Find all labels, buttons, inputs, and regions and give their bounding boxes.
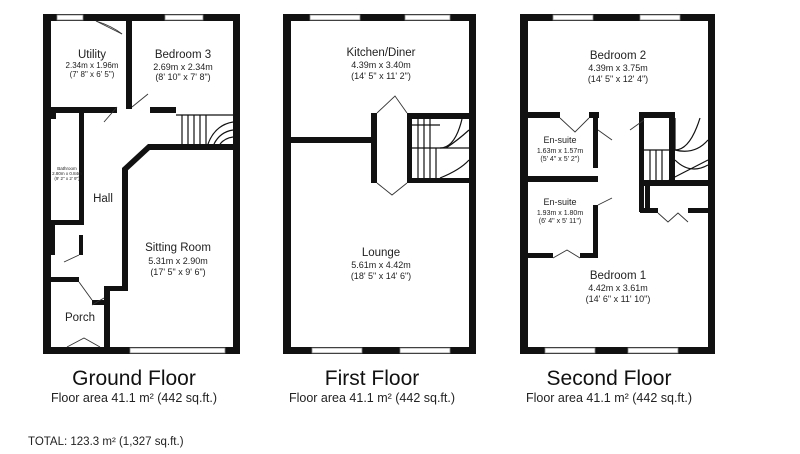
window xyxy=(399,347,451,354)
room-dimensions-metric: 1.63m x 1.57m xyxy=(537,148,583,155)
window xyxy=(404,14,451,21)
room-dimensions-metric: 1.93m x 1.80m xyxy=(537,210,583,217)
room-dimensions-imperial: (5' 4" x 5' 2") xyxy=(540,156,579,163)
stairs xyxy=(412,118,470,179)
room-dimensions-imperial: (14' 6" x 11' 10") xyxy=(586,294,651,304)
ground-floor-plan xyxy=(43,14,240,354)
window xyxy=(129,347,226,354)
room-dimensions-imperial: (9' 2" x 2' 9") xyxy=(54,176,80,181)
floor-title: First Floor xyxy=(325,367,420,390)
room-name: Porch xyxy=(65,312,95,324)
room-name: Sitting Room xyxy=(145,242,211,254)
room-name: Bedroom 1 xyxy=(590,270,646,282)
first-floor-plan xyxy=(283,14,476,354)
room-name: Bedroom 3 xyxy=(155,49,211,61)
room-dimensions-metric: 2.69m x 2.34m xyxy=(153,62,213,72)
window xyxy=(56,14,84,21)
window xyxy=(544,347,596,354)
room-name: En-suite xyxy=(543,135,576,145)
room-name: En-suite xyxy=(543,197,576,207)
stairs xyxy=(176,114,234,145)
room-dimensions-imperial: (17' 5" x 9' 6") xyxy=(150,267,205,277)
floor-title: Second Floor xyxy=(547,367,672,390)
window xyxy=(627,347,679,354)
window xyxy=(552,14,594,21)
room-dimensions-imperial: (18' 5" x 14' 6") xyxy=(351,271,411,281)
room-dimensions-metric: 4.39m x 3.40m xyxy=(351,60,411,70)
window xyxy=(309,14,361,21)
door xyxy=(95,20,123,35)
room-dimensions-metric: 5.61m x 4.42m xyxy=(351,260,411,270)
stairs xyxy=(644,117,709,181)
room-dimensions-metric: 4.42m x 3.61m xyxy=(588,283,648,293)
room-dimensions-metric: 4.39m x 3.75m xyxy=(588,63,648,73)
window xyxy=(639,14,681,21)
room-dimensions-imperial: (14' 5" x 11' 2") xyxy=(351,71,411,81)
floor-area: Floor area 41.1 m² (442 sq.ft.) xyxy=(51,391,217,405)
room-dimensions-metric: 2.34m x 1.96m xyxy=(66,61,119,70)
room-dimensions-imperial: (6' 4" x 5' 11") xyxy=(539,218,582,225)
room-dimensions-metric: 2.80m x 0.84m xyxy=(52,171,82,176)
room-dimensions-imperial: (8' 10" x 7' 8") xyxy=(155,72,210,82)
room-name: Lounge xyxy=(362,247,400,259)
room-name: Bathroom xyxy=(57,166,77,171)
second-floor-plan xyxy=(520,14,715,354)
room-dimensions-metric: 5.31m x 2.90m xyxy=(148,256,208,266)
room-name: Bedroom 2 xyxy=(590,50,646,62)
room-name: Utility xyxy=(78,49,106,61)
window xyxy=(311,347,363,354)
floor-title: Ground Floor xyxy=(72,367,196,390)
room-name: Kitchen/Diner xyxy=(346,47,415,59)
total-area: TOTAL: 123.3 m² (1,327 sq.ft.) xyxy=(28,436,184,448)
floor-area: Floor area 41.1 m² (442 sq.ft.) xyxy=(289,391,455,405)
room-dimensions-imperial: (14' 5" x 12' 4") xyxy=(588,74,648,84)
floor-area: Floor area 41.1 m² (442 sq.ft.) xyxy=(526,391,692,405)
room-dimensions-imperial: (7' 8" x 6' 5") xyxy=(70,70,115,79)
room-name: Hall xyxy=(93,193,113,205)
window xyxy=(164,14,204,21)
